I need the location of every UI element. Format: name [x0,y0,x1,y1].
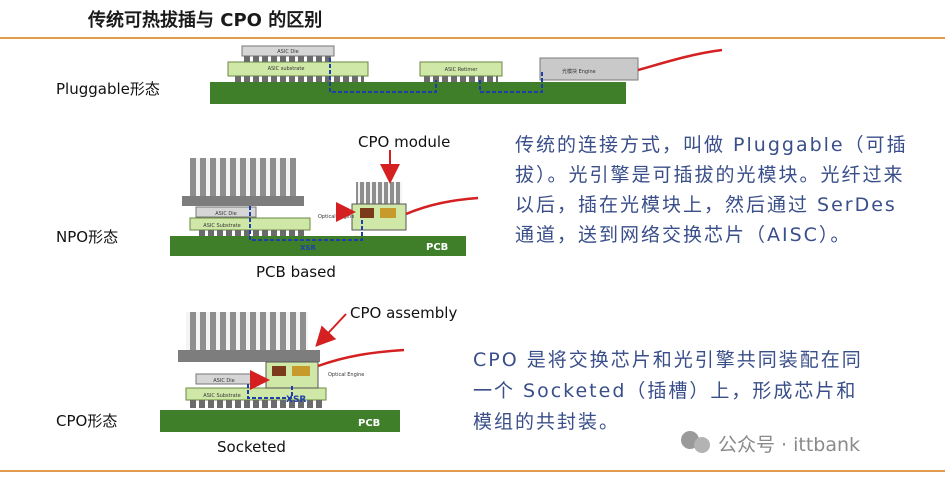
cpo-die-text: ASIC Die [213,378,234,384]
watermark: 公众号 · ittbank [718,434,861,456]
npo-diagram: PCB ASIC Die ASIC Substrate Optical Engi… [170,150,479,256]
row-label-pluggable: Pluggable形态 [56,80,160,98]
cpo-pcb-text: PCB [358,418,380,429]
pluggable-signal-path-1 [329,58,437,93]
wechat-icon [681,431,710,453]
pluggable-retimer-text: ASIC Retimer [445,67,479,73]
pluggable-fiber [637,48,723,72]
npo-heatsink-fins [190,158,296,198]
cpo-substrate-text: ASIC Substrate [203,393,240,399]
pluggable-description: 传统的连接方式，叫做 Pluggable（可插拔）。光引擎是可插拔的光模块。光纤… [515,134,908,246]
cpo-xsr-text: XSR [286,395,306,405]
npo-signal-path [249,206,363,241]
cpo-engine-text: Optical Engine [328,372,364,378]
cpo-heatsink-fins [186,312,308,352]
npo-engine-text: Optical Engine [318,214,354,220]
npo-caption: PCB based [256,263,336,281]
npo-die-text: ASIC Die [215,211,236,217]
cpo-heatsink-base [178,350,320,362]
cpo-signal-path [247,384,293,399]
npo-module-heatsink [356,182,402,204]
cpo-caption: Socketed [217,438,286,456]
header-divider [0,37,945,39]
pluggable-diagram: ASIC substrate ASIC Die ASIC Retimer 光模块… [210,45,723,104]
pluggable-die-text: ASIC Die [277,49,298,55]
npo-module-label: CPO module [358,133,451,151]
cpo-assembly-label: CPO assembly [350,304,458,322]
row-label-npo: NPO形态 [56,228,119,246]
npo-fiber [405,196,479,216]
footer-divider [0,470,945,472]
npo-heatsink-base [182,196,304,206]
npo-pcb [170,236,466,256]
cpo-diagram: PCB ASIC Die ASIC Substrate Optical Engi… [160,312,405,432]
cpo-pcb [160,410,400,432]
pluggable-module-text: 光模块 Engine [562,68,596,75]
cpo-assembly-pointer [315,313,347,347]
cpo-description: CPO 是将交换芯片和光引擎共同装配在同一个 Socketed（插槽）上，形成芯… [473,349,863,433]
npo-substrate-text: ASIC Substrate [203,223,240,229]
row-label-cpo: CPO形态 [56,412,118,430]
pluggable-substrate-text: ASIC substrate [268,66,305,72]
cpo-fiber [317,348,405,368]
pluggable-signal-path-2 [479,70,543,93]
page-title: 传统可热拔插与 CPO 的区别 [88,10,323,31]
npo-xsr-text: XSR [300,244,316,252]
npo-pcb-text: PCB [426,242,448,253]
npo-asic-die [195,206,257,218]
